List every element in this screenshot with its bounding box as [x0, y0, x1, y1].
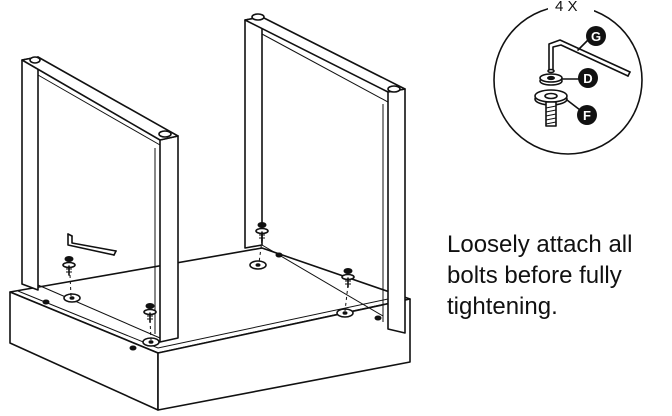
instruction-text: Loosely attach all bolts before fully ti… [447, 231, 633, 320]
svg-text:G: G [591, 29, 601, 44]
bolt-1 [62, 256, 76, 276]
svg-text:F: F [583, 108, 591, 123]
svg-text:D: D [583, 71, 592, 86]
right-frame [244, 13, 406, 334]
bolt-2 [143, 303, 157, 323]
hardware-callout: 4 X [493, 0, 643, 155]
badge-d [578, 68, 598, 88]
hex-key [67, 233, 117, 256]
bolt-4 [341, 268, 355, 288]
badge-f [577, 105, 597, 125]
bolt-f [534, 89, 568, 127]
left-frame [21, 56, 179, 343]
base-box [9, 247, 411, 411]
badge-g [586, 26, 606, 46]
quantity-label: 4 X [555, 0, 578, 15]
washer-d [539, 73, 563, 86]
bolt-3 [255, 222, 269, 242]
brackets-and-bolts [62, 222, 355, 347]
hex-key-g [547, 39, 631, 77]
